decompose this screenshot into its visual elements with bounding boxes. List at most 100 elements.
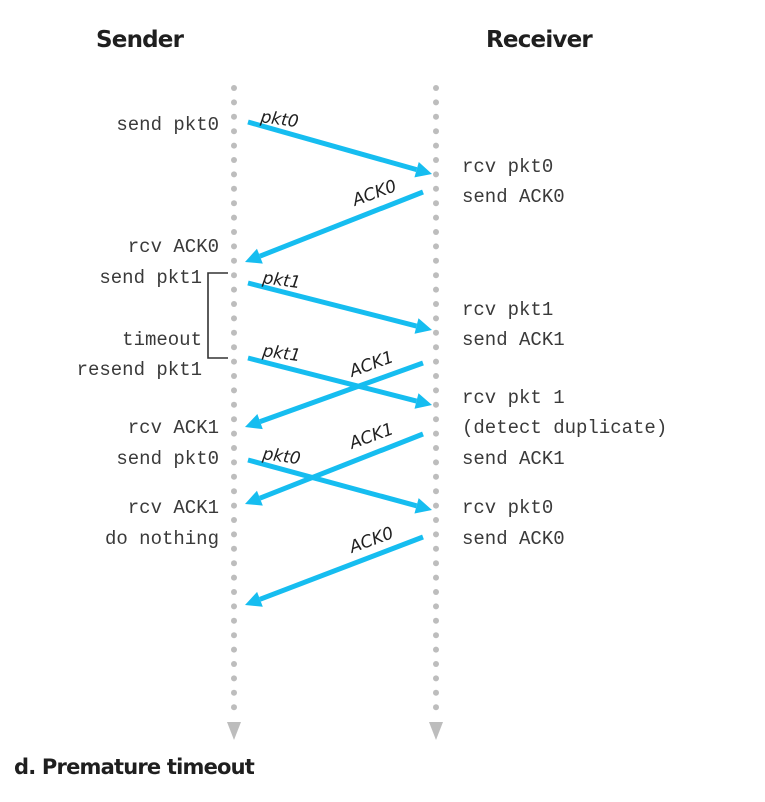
timeline-dot: [231, 574, 237, 581]
receiver-event: rcv pkt0: [462, 156, 553, 178]
timeline-dot: [231, 286, 237, 293]
receiver-event: (detect duplicate): [462, 417, 667, 439]
timeline-arrowhead-icon: [429, 722, 443, 740]
timeline-dot: [433, 661, 439, 667]
arrowhead-icon: [245, 490, 263, 506]
timeline-dot: [433, 229, 439, 235]
timeline-dot: [433, 272, 439, 279]
timeline-dot: [231, 704, 237, 711]
timeline-dot: [231, 416, 237, 423]
arrowhead-icon: [414, 498, 432, 514]
arrowhead-icon: [414, 393, 432, 409]
timeline-dot: [433, 214, 439, 221]
message-arrow: [245, 431, 424, 506]
timeline-dot: [231, 373, 237, 379]
timeline-dot: [433, 257, 439, 264]
timeline-dot: [433, 243, 439, 250]
timeline-dot: [231, 603, 237, 610]
sender-event: rcv ACK1: [128, 497, 219, 519]
timeline-dot: [231, 488, 237, 495]
timeline-dot: [231, 257, 237, 264]
timeline-dot: [433, 171, 439, 178]
timeline-dot: [231, 185, 237, 192]
timeline-dot: [231, 157, 237, 163]
timeline-dot: [433, 589, 439, 595]
timeline-dot: [231, 502, 237, 509]
timeline-dot: [433, 401, 439, 408]
arrow-shaft: [247, 457, 418, 509]
timeline-dot: [433, 574, 439, 581]
sender-event: send pkt0: [116, 114, 219, 136]
timeline-dot: [231, 344, 237, 351]
figure-caption: d. Premature timeout: [14, 755, 255, 779]
timeline-dot: [231, 200, 237, 207]
timeline-dot: [231, 430, 237, 437]
receiver-event: rcv pkt0: [462, 497, 553, 519]
timeline-dot: [231, 387, 237, 394]
message-arrow: [247, 119, 432, 178]
timeline-dot: [433, 128, 439, 135]
timeline-dot: [231, 358, 237, 365]
timeline-dot: [433, 185, 439, 192]
timeline-dot: [231, 315, 237, 322]
sender-event: rcv ACK0: [128, 236, 219, 258]
arrow-shaft: [258, 189, 424, 259]
timeline-dot: [231, 214, 237, 221]
timeline-dot: [231, 661, 237, 667]
timeline-dot: [433, 373, 439, 379]
arrow-shaft: [259, 534, 424, 602]
timeline-dot: [231, 459, 237, 466]
timeline-dot: [433, 704, 439, 711]
message-arrow: [245, 189, 424, 264]
message-arrow: [245, 360, 424, 430]
receiver-event: send ACK0: [462, 528, 565, 550]
timeline-dot: [231, 675, 237, 682]
timeline-dot: [433, 142, 439, 149]
timeline-dot: [433, 358, 439, 365]
timeline-dot: [433, 85, 439, 91]
timeline-dot: [231, 99, 237, 106]
arrowhead-icon: [245, 248, 263, 264]
sender-timeline: [227, 85, 241, 740]
timeline-dot: [231, 617, 237, 624]
timeline-dot: [433, 157, 439, 163]
timeline-dot: [433, 545, 439, 552]
arrow-shaft: [247, 280, 418, 329]
timeline-dot: [231, 329, 237, 336]
timeout-bracket: [207, 272, 228, 359]
timeline-dot: [433, 416, 439, 423]
timeline-dot: [433, 430, 439, 437]
timeline-dot: [231, 229, 237, 235]
timeline-dot: [433, 99, 439, 106]
timeline-dot: [231, 401, 237, 408]
timeline-dot: [433, 445, 439, 451]
timeline-dot: [231, 531, 237, 538]
timeline-dot: [231, 243, 237, 250]
timeline-dot: [433, 301, 439, 307]
timeline-dot: [433, 286, 439, 293]
timeline-dot: [231, 560, 237, 567]
timeline-dot: [433, 517, 439, 523]
timeline-dot: [231, 589, 237, 595]
timeline-dot: [433, 560, 439, 567]
timeline-dot: [231, 517, 237, 523]
timeline-dot: [433, 617, 439, 624]
arrowhead-icon: [245, 414, 263, 430]
sender-event: send pkt1: [99, 267, 202, 289]
timeline-dot: [433, 646, 439, 653]
timeline-dot: [433, 488, 439, 495]
timeline-dot: [231, 646, 237, 653]
timeline-dot: [433, 689, 439, 696]
sender-event: send pkt0: [116, 448, 219, 470]
timeline-dot: [231, 85, 237, 91]
timeline-dot: [231, 689, 237, 696]
timeline-dot: [231, 301, 237, 307]
timeline-dot: [433, 344, 439, 351]
timeline-dot: [433, 200, 439, 207]
arrow-shaft: [258, 431, 424, 501]
timeline-dot: [433, 315, 439, 322]
timeline-dot: [231, 113, 237, 120]
sender-event: do nothing: [105, 528, 219, 550]
receiver-event: rcv pkt 1: [462, 387, 565, 409]
receiver-event: send ACK1: [462, 329, 565, 351]
